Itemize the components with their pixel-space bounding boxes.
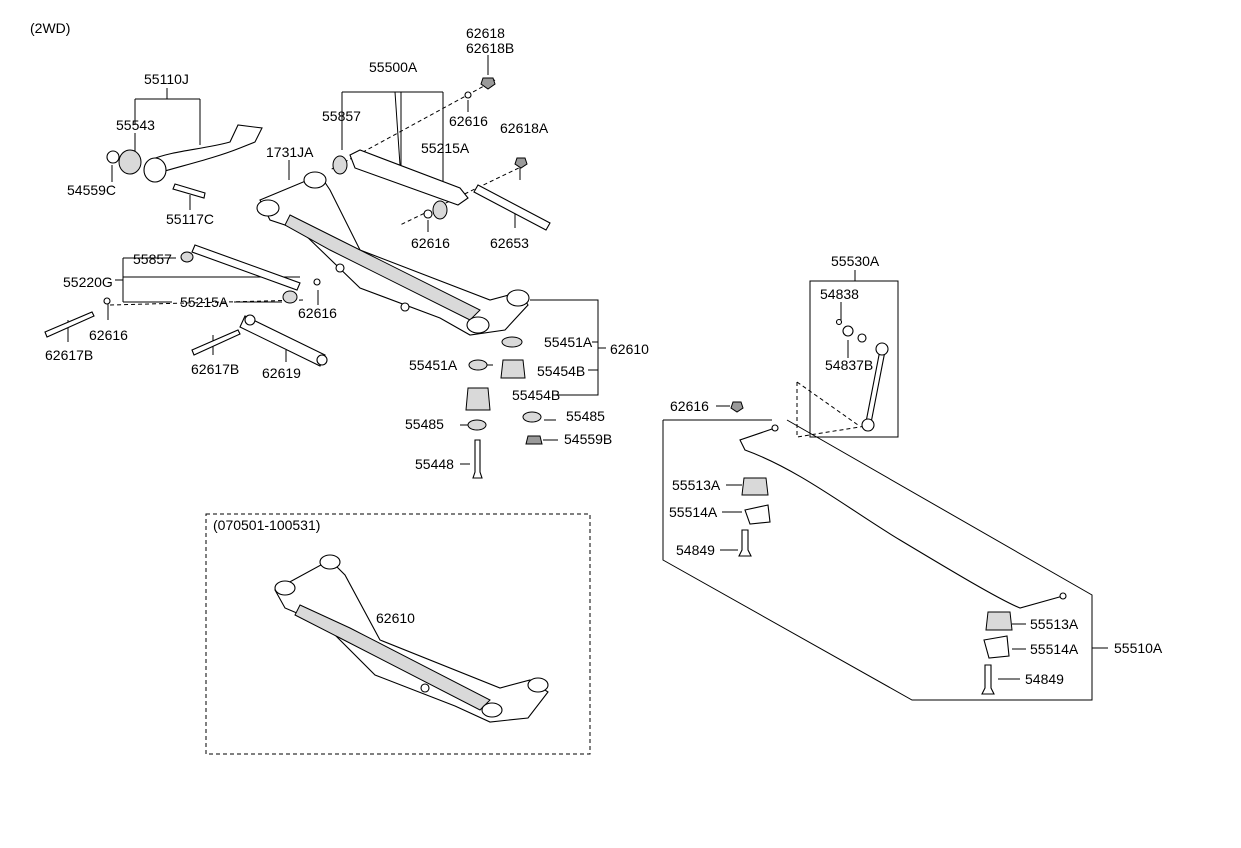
- label-55215A-top[interactable]: 55215A: [421, 140, 470, 156]
- label-55513A-a[interactable]: 55513A: [672, 477, 721, 493]
- label-62618B[interactable]: 62618B: [466, 40, 514, 56]
- bolt-55117C: [172, 183, 206, 199]
- label-62617B-a[interactable]: 62617B: [45, 347, 93, 363]
- bolt-54849-b: [981, 664, 995, 695]
- label-62616-b[interactable]: 62616: [411, 235, 450, 251]
- label-55451A-l[interactable]: 55451A: [409, 357, 458, 373]
- bushing-55857-top: [332, 155, 348, 175]
- arm-62653: [473, 184, 551, 231]
- bushing-55454B-l: [465, 387, 491, 411]
- label-62653[interactable]: 62653: [490, 235, 529, 251]
- label-54559B[interactable]: 54559B: [564, 431, 612, 447]
- bushing-55215A-top: [432, 200, 448, 220]
- bushing-55543: [118, 149, 142, 175]
- link-62619: [239, 315, 326, 367]
- label-54849-b[interactable]: 54849: [1025, 671, 1064, 687]
- label-55485-l[interactable]: 55485: [405, 416, 444, 432]
- label-62616-d[interactable]: 62616: [89, 327, 128, 343]
- washer-55485-l: [467, 419, 487, 431]
- label-55543[interactable]: 55543: [116, 117, 155, 133]
- variant-note: (2WD): [30, 20, 70, 36]
- part-labels: (2WD) (070501-100531) 62618 62618B 55500…: [30, 20, 1163, 687]
- label-62618A[interactable]: 62618A: [500, 120, 549, 136]
- label-62616-a[interactable]: 62616: [449, 113, 488, 129]
- bracket-55514A-a: [744, 504, 771, 525]
- bushing-55451A-l: [468, 359, 488, 371]
- nut-62616-e: [730, 401, 744, 413]
- label-62610-inset[interactable]: 62610: [376, 610, 415, 626]
- label-54837B[interactable]: 54837B: [825, 357, 873, 373]
- label-54849-a[interactable]: 54849: [676, 542, 715, 558]
- bolt-62617B-b: [191, 329, 241, 356]
- nut-54559B: [525, 435, 543, 445]
- washer-55485-r: [522, 411, 542, 423]
- bushing-55215A-left: [282, 290, 298, 304]
- bushing-55513A-b: [985, 611, 1013, 631]
- label-55857-top[interactable]: 55857: [322, 108, 361, 124]
- crossmember-62610-inset: [274, 559, 549, 723]
- bracket-55514A-b: [983, 635, 1010, 659]
- bushing-55451A-r: [501, 336, 523, 348]
- label-62616-e[interactable]: 62616: [670, 398, 709, 414]
- label-55530A[interactable]: 55530A: [831, 253, 880, 269]
- bolt-62617B-a: [44, 311, 95, 338]
- label-54559C[interactable]: 54559C: [67, 182, 116, 198]
- label-55451A-r[interactable]: 55451A: [544, 334, 593, 350]
- label-62619[interactable]: 62619: [262, 365, 301, 381]
- inset-box: [205, 513, 591, 755]
- label-55510A[interactable]: 55510A: [1114, 640, 1163, 656]
- label-55117C[interactable]: 55117C: [166, 211, 214, 227]
- inset-note: (070501-100531): [213, 517, 320, 533]
- label-55857-left[interactable]: 55857: [133, 251, 172, 267]
- label-55110J[interactable]: 55110J: [144, 71, 189, 87]
- label-55448[interactable]: 55448: [415, 456, 454, 472]
- label-54838[interactable]: 54838: [820, 286, 859, 302]
- label-62617B-b[interactable]: 62617B: [191, 361, 239, 377]
- stabilizer-bar-55510A: [739, 427, 1064, 609]
- nut-62618A: [514, 157, 528, 169]
- label-62616-c[interactable]: 62616: [298, 305, 337, 321]
- label-55514A-a[interactable]: 55514A: [669, 504, 718, 520]
- nut-54559C: [106, 150, 120, 164]
- parts-drawing: [44, 77, 1067, 695]
- label-1731JA[interactable]: 1731JA: [266, 144, 314, 160]
- bushing-55454B-r: [500, 359, 526, 379]
- arm-55220G: [191, 244, 301, 291]
- ring-54837B: [842, 325, 854, 337]
- label-55514A-b[interactable]: 55514A: [1030, 641, 1079, 657]
- label-55454B-r[interactable]: 55454B: [537, 363, 585, 379]
- label-62610[interactable]: 62610: [610, 341, 649, 357]
- crossmember-62610: [259, 174, 529, 336]
- label-55454B-l[interactable]: 55454B: [512, 387, 560, 403]
- label-55215A-left[interactable]: 55215A: [180, 294, 229, 310]
- label-55220G[interactable]: 55220G: [63, 274, 113, 290]
- bolt-55448: [472, 439, 483, 479]
- bolt-54849-a: [738, 529, 752, 557]
- label-55485-r[interactable]: 55485: [566, 408, 605, 424]
- label-62618[interactable]: 62618: [466, 25, 505, 41]
- arm-55500A: [349, 149, 469, 206]
- nut-62618: [480, 77, 496, 90]
- label-55500A[interactable]: 55500A: [369, 59, 418, 75]
- label-55513A-b[interactable]: 55513A: [1030, 616, 1079, 632]
- bushing-55513A-a: [741, 477, 769, 496]
- upper-arm-55110J: [149, 124, 263, 174]
